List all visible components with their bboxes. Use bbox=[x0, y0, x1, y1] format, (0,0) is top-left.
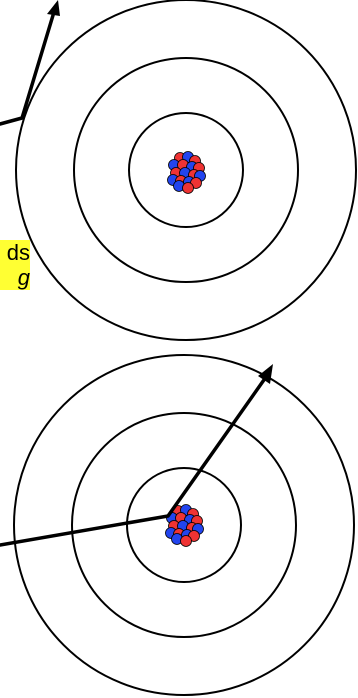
caption-label: ds g bbox=[0, 240, 30, 290]
top-atom-nucleus bbox=[168, 152, 206, 194]
proton-particle bbox=[183, 183, 194, 194]
top-deflected-path bbox=[0, 0, 60, 124]
bottom-path-line bbox=[0, 377, 266, 545]
bottom-deflected-path bbox=[0, 364, 273, 545]
bottom-atom bbox=[14, 355, 354, 695]
caption-line-1: ds bbox=[0, 240, 30, 265]
proton-particle bbox=[181, 536, 192, 547]
top-atom bbox=[16, 0, 356, 340]
caption-line-2: g bbox=[0, 265, 30, 290]
top-path-arrowhead bbox=[47, 0, 60, 16]
top-path-line bbox=[0, 12, 54, 124]
